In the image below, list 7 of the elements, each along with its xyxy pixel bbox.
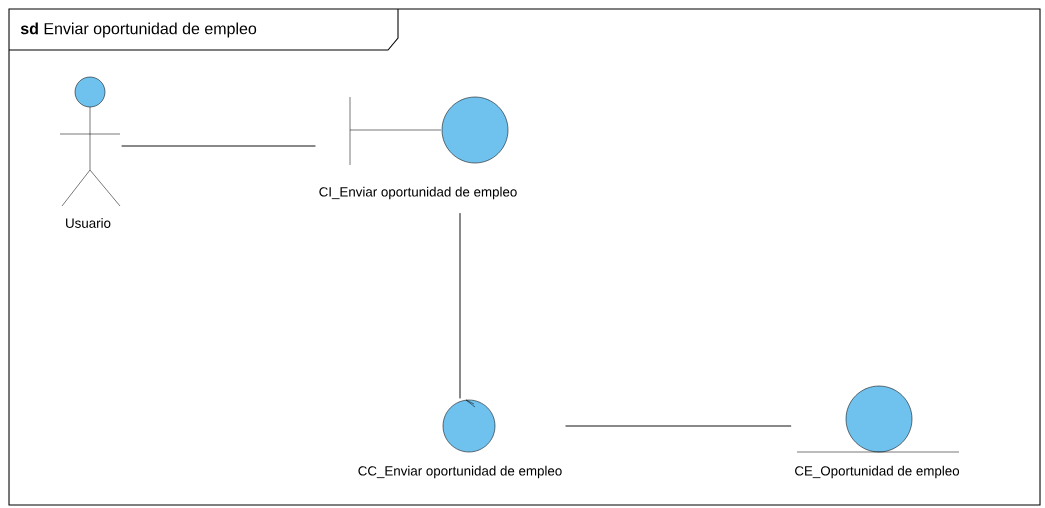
node-label: CI_Enviar oportunidad de empleo	[319, 186, 517, 200]
node-label: CC_Enviar oportunidad de empleo	[358, 465, 562, 479]
connector-line	[565, 425, 792, 427]
node-label: CE_Oportunidad de empleo	[795, 465, 960, 479]
connector-line	[121, 145, 316, 147]
node-label: Usuario	[66, 218, 111, 228]
connector-line	[459, 212, 461, 399]
